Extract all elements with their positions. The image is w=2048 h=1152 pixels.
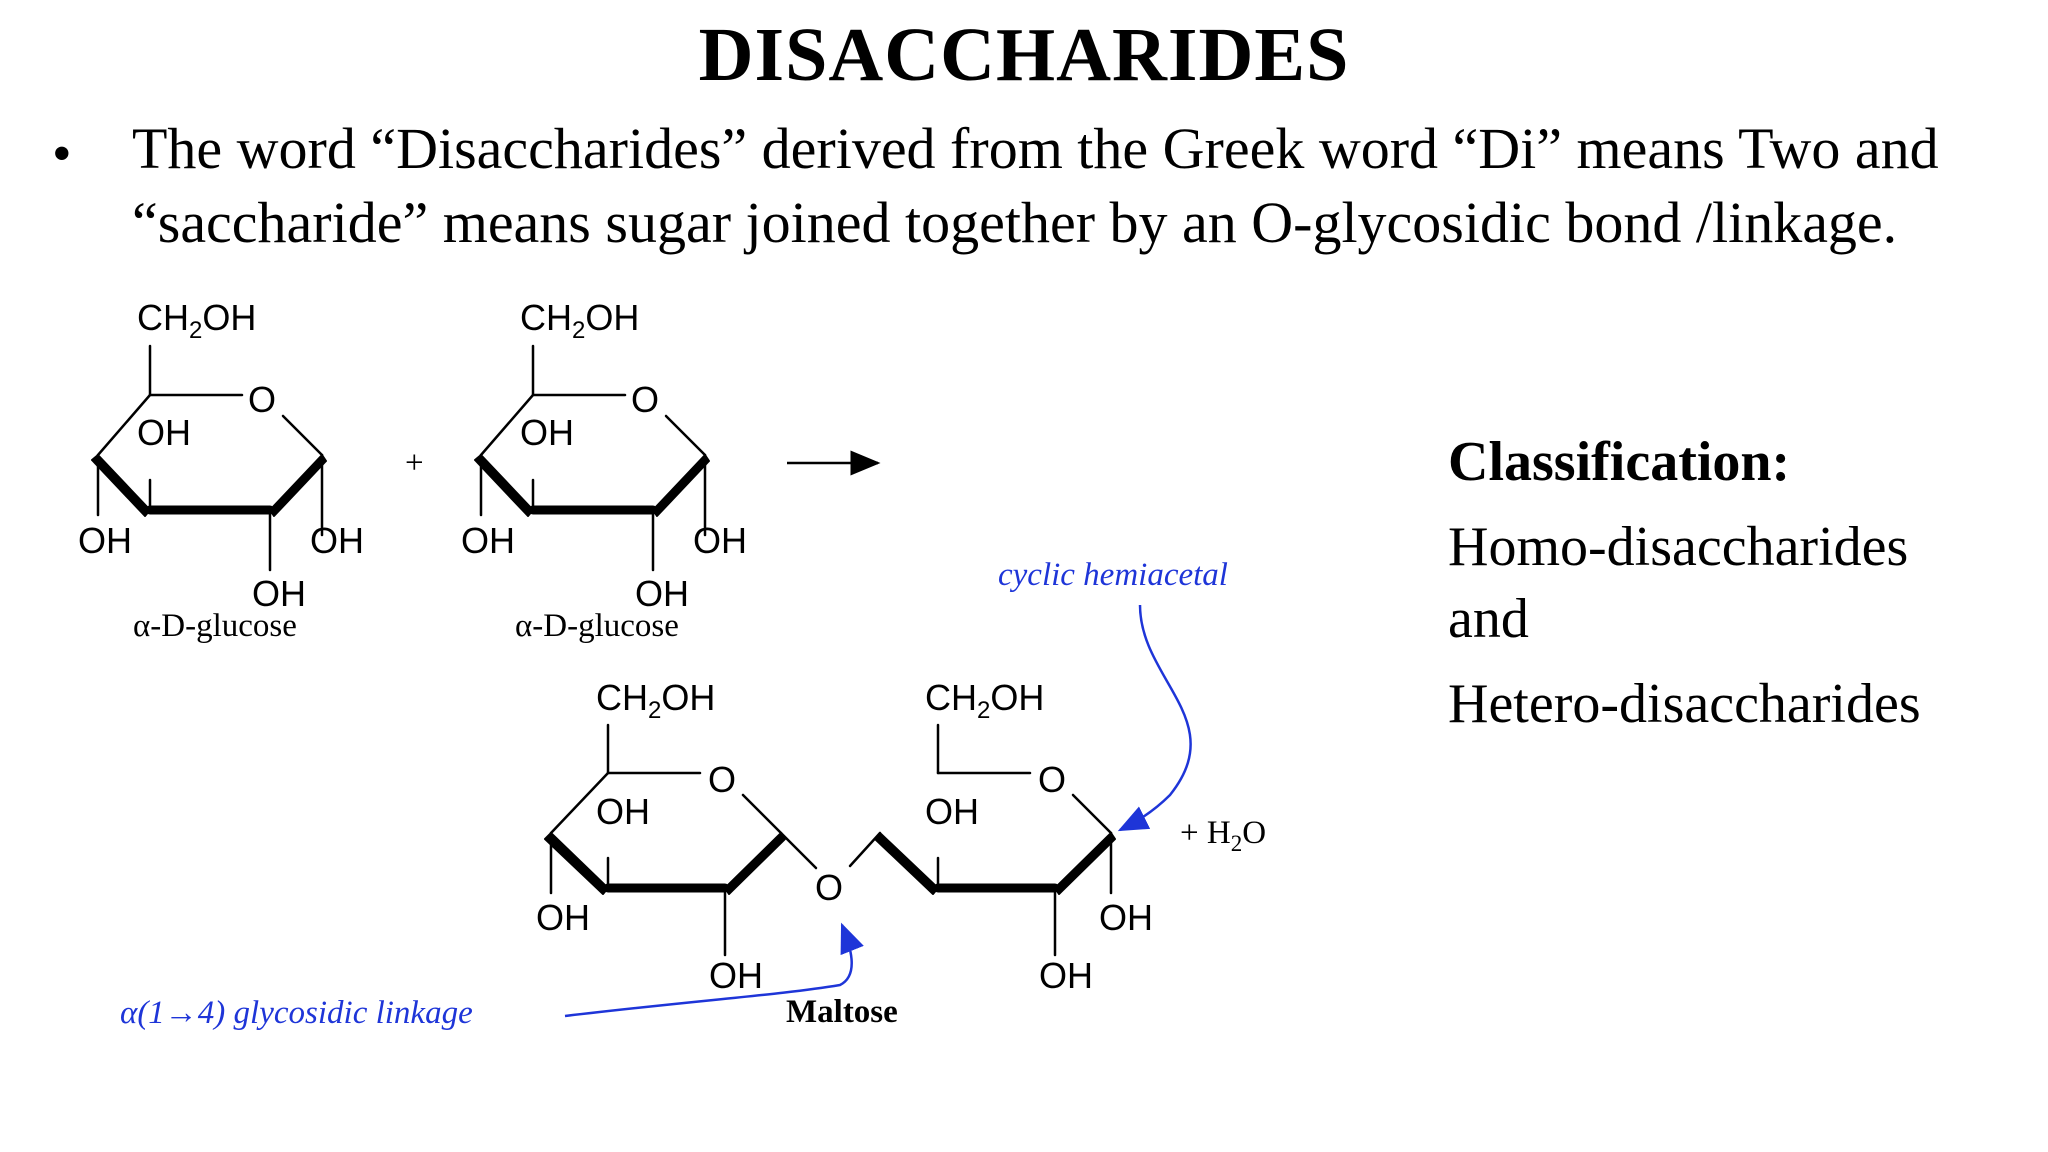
glucose1-ring-oxygen: O <box>248 379 276 420</box>
product-label: Maltose <box>786 994 898 1030</box>
maltose-left-ch2oh-label: CH2OH <box>596 677 715 724</box>
page-title: DISACCHARIDES <box>698 13 1350 97</box>
plus-sign: + <box>405 445 424 481</box>
classification-homo: Homo-disaccharides <box>1448 516 1909 578</box>
glucose2-oh-bottom: OH <box>635 573 689 614</box>
glucose1-oh-right: OH <box>310 520 364 561</box>
classification-and: and <box>1448 588 1529 650</box>
glucose1-oh-c4: OH <box>137 412 191 453</box>
glucose2-oh-c4: OH <box>520 412 574 453</box>
hemiacetal-annotation-arrow <box>1117 604 1192 832</box>
water-product: + H2O <box>1180 815 1266 856</box>
glycosidic-bridge-oxygen: O <box>815 867 843 908</box>
glucose1-oh-left: OH <box>78 520 132 561</box>
maltose-right-oh-c4: OH <box>925 791 979 832</box>
glucose-ring-2 <box>474 344 710 572</box>
bullet-symbol: • <box>52 123 72 185</box>
bullet-text: The word “Disaccharides” derived from th… <box>132 116 1939 255</box>
glucose-ring-1 <box>91 344 327 572</box>
reactant-label-1: α-D-glucose <box>133 608 297 644</box>
glucose2-oh-left: OH <box>461 520 515 561</box>
classification-hetero: Hetero-disaccharides <box>1448 673 1921 735</box>
classification-heading: Classification: <box>1448 431 1791 493</box>
glucose2-oh-right: OH <box>693 520 747 561</box>
maltose-right-ring-oxygen: O <box>1038 759 1066 800</box>
linkage-annotation: α(1→4) glycosidic linkage <box>120 995 473 1031</box>
glucose1-ch2oh-label: CH2OH <box>137 297 256 344</box>
hemiacetal-annotation: cyclic hemiacetal <box>998 557 1228 593</box>
reactant-label-2: α-D-glucose <box>515 608 679 644</box>
maltose-left-oh-c4: OH <box>596 791 650 832</box>
glucose2-ring-oxygen: O <box>631 379 659 420</box>
maltose-ring-left <box>544 723 818 957</box>
linkage-annotation-arrow <box>564 922 864 1018</box>
maltose-right-ch2oh-label: CH2OH <box>925 677 1044 724</box>
glucose2-ch2oh-label: CH2OH <box>520 297 639 344</box>
glucose1-oh-bottom: OH <box>252 573 306 614</box>
maltose-ring-right <box>848 723 1116 957</box>
maltose-left-oh-bottom: OH <box>709 955 763 996</box>
maltose-right-oh-bottom: OH <box>1039 955 1093 996</box>
maltose-right-oh-right: OH <box>1099 897 1153 938</box>
maltose-left-ring-oxygen: O <box>708 759 736 800</box>
maltose-left-oh-left: OH <box>536 897 590 938</box>
